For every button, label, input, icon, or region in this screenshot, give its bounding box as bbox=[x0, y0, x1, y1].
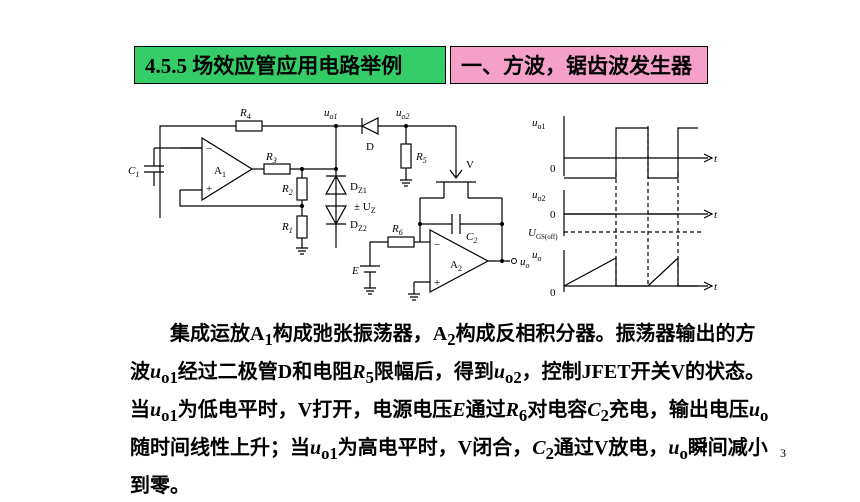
label-dz1: DZ1 bbox=[350, 181, 367, 195]
resistor-r3 bbox=[263, 163, 291, 175]
label-r2: R2 bbox=[281, 183, 293, 197]
resistor-r4 bbox=[235, 120, 263, 132]
wave-label-uo2: uo2 bbox=[532, 189, 546, 203]
resistor-r5 bbox=[400, 143, 412, 169]
a1-plus: + bbox=[206, 183, 212, 195]
a2-minus: − bbox=[434, 239, 440, 251]
diode-d bbox=[360, 117, 379, 135]
zener-dz2 bbox=[324, 205, 348, 226]
opamp-a2 bbox=[429, 228, 490, 294]
wave-t-1: t bbox=[714, 153, 718, 165]
label-dz2: DZ2 bbox=[350, 219, 367, 233]
section-title: 4.5.5 场效应管应用电路举例 bbox=[134, 46, 446, 84]
slide-subtitle: 一、方波，锯齿波发生器 bbox=[450, 46, 708, 84]
wave-label-uo1: uo1 bbox=[532, 117, 546, 131]
wave-zero-1: 0 bbox=[550, 163, 556, 175]
resistor-r2 bbox=[296, 177, 308, 201]
label-r1: R1 bbox=[281, 221, 293, 235]
resistor-r6 bbox=[387, 236, 415, 248]
label-uo2: uo2 bbox=[396, 107, 410, 121]
wave-t-3: t bbox=[714, 281, 718, 293]
label-a2: A2 bbox=[450, 259, 462, 273]
label-uo: uo bbox=[520, 256, 530, 270]
waveform-plots: uo1 0 t uo2 0 t UGS(off) uo 0 t bbox=[528, 116, 718, 299]
label-c1: C1 bbox=[128, 165, 139, 179]
jfet-v bbox=[436, 181, 476, 198]
wave-zero-2: 0 bbox=[550, 209, 556, 221]
wave-label-ugs: UGS(off) bbox=[528, 227, 558, 241]
wave-label-uo: uo bbox=[532, 249, 542, 263]
label-r5: R5 bbox=[415, 151, 427, 165]
opamp-a1 bbox=[201, 136, 254, 202]
zener-dz1 bbox=[324, 174, 348, 195]
label-e: E bbox=[351, 265, 359, 277]
wave-t-2: t bbox=[714, 209, 718, 221]
label-uo1: uo1 bbox=[324, 107, 338, 121]
circuit-diagram: R4 R3 R2 R1 R5 R6 C1 C2 uo1 uo2 uo E A1 … bbox=[128, 107, 530, 301]
a1-minus: − bbox=[206, 143, 212, 155]
wave-zero-3: 0 bbox=[550, 287, 556, 299]
label-uz: ± UZ bbox=[354, 201, 376, 215]
a2-plus: + bbox=[434, 277, 440, 289]
label-d: D bbox=[366, 141, 374, 153]
label-r3: R3 bbox=[265, 151, 277, 165]
resistor-r1 bbox=[296, 215, 308, 239]
label-v: V bbox=[466, 159, 474, 171]
description-paragraph: 集成运放A1构成弛张振荡器，A2构成反相积分器。振荡器输出的方波uo1经过二极管… bbox=[130, 323, 769, 497]
label-a1: A1 bbox=[214, 165, 226, 179]
page-number: 3 bbox=[780, 446, 786, 460]
label-r6: R6 bbox=[391, 223, 403, 237]
label-r4: R4 bbox=[239, 107, 251, 121]
label-c2: C2 bbox=[466, 231, 477, 245]
